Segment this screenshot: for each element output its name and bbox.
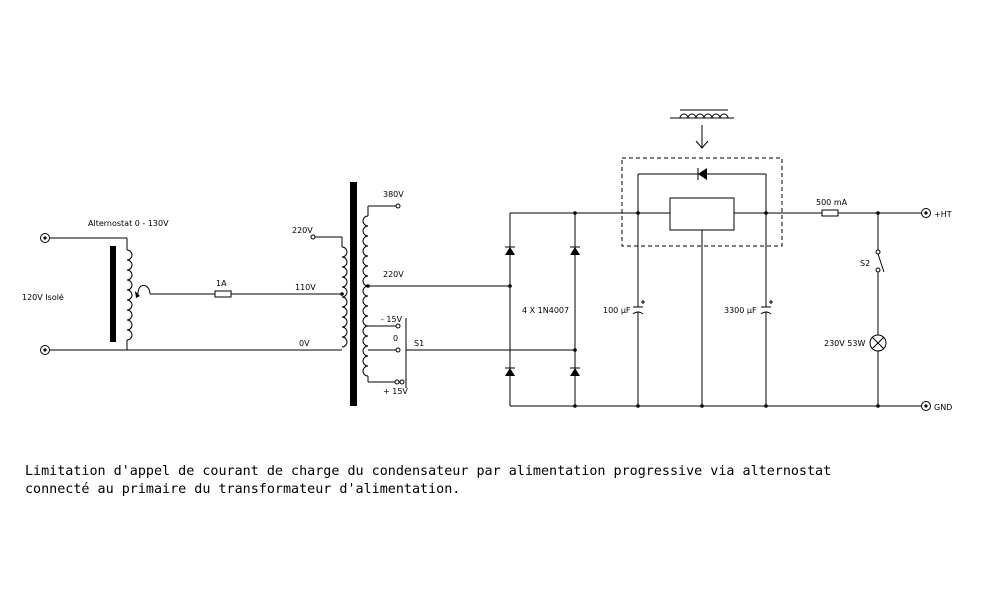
diodes-label: 4 X 1N4007 (522, 306, 569, 315)
fuse-1a-label: 1A (216, 279, 227, 288)
output-terminal-gnd (921, 401, 931, 411)
bypass-diode (637, 168, 767, 213)
capacitor-100uf (632, 213, 645, 408)
caption: Limitation d'appel de courant de charge … (25, 463, 985, 499)
transformer-core (350, 182, 357, 406)
diode-d3 (505, 368, 515, 376)
source-label: 120V Isolé (22, 292, 64, 302)
regulator-block (669, 197, 735, 231)
switch-s2-label: S2 (860, 259, 870, 268)
tap-220-out-label: 220V (383, 270, 404, 279)
fuse-1a (214, 290, 232, 298)
lamp-label: 230V 53W (824, 339, 865, 348)
transformer-primary (127, 234, 348, 351)
input-terminal-bottom (40, 345, 50, 355)
tap-110-label: 110V (295, 283, 316, 292)
output-gnd-label: GND (934, 403, 952, 412)
switch-s1 (405, 318, 575, 388)
switch-s1-label: S1 (414, 339, 424, 348)
capacitor-3300uf (760, 213, 773, 408)
output-terminal-ht (921, 208, 931, 218)
diode-d2 (570, 247, 580, 255)
fuse-500ma-label: 500 mA (816, 198, 848, 207)
regulator-dashed-box (621, 157, 783, 247)
tap-0v-label: 0V (299, 339, 310, 348)
transformer-secondary (362, 203, 510, 385)
cap-3300uf-label: 3300 µF (724, 306, 757, 315)
caption-line-2: connecté au primaire du transformateur d… (25, 482, 461, 497)
cap-100uf-label: 100 µF (603, 306, 631, 315)
tap-380-label: 380V (383, 190, 404, 199)
diode-d1 (505, 247, 515, 255)
tap-220-in-label: 220V (292, 226, 313, 235)
inductor-coil (670, 109, 734, 149)
diode-d4 (570, 368, 580, 376)
tap-minus15-label: - 15V (381, 315, 403, 324)
fuse-500ma (821, 209, 839, 217)
output-ht-label: +HT (934, 210, 952, 219)
alternostat (49, 237, 215, 350)
tap-0-out-label: 0 (393, 334, 398, 343)
tap-plus15-label: + 15V (383, 387, 408, 396)
lamp-load (869, 334, 887, 408)
switch-s2 (875, 213, 885, 335)
caption-line-1: Limitation d'appel de courant de charge … (25, 464, 832, 479)
alternostat-label: Alternostat 0 - 130V (88, 219, 169, 228)
input-terminal-top (40, 233, 50, 243)
alternostat-core (110, 246, 116, 342)
